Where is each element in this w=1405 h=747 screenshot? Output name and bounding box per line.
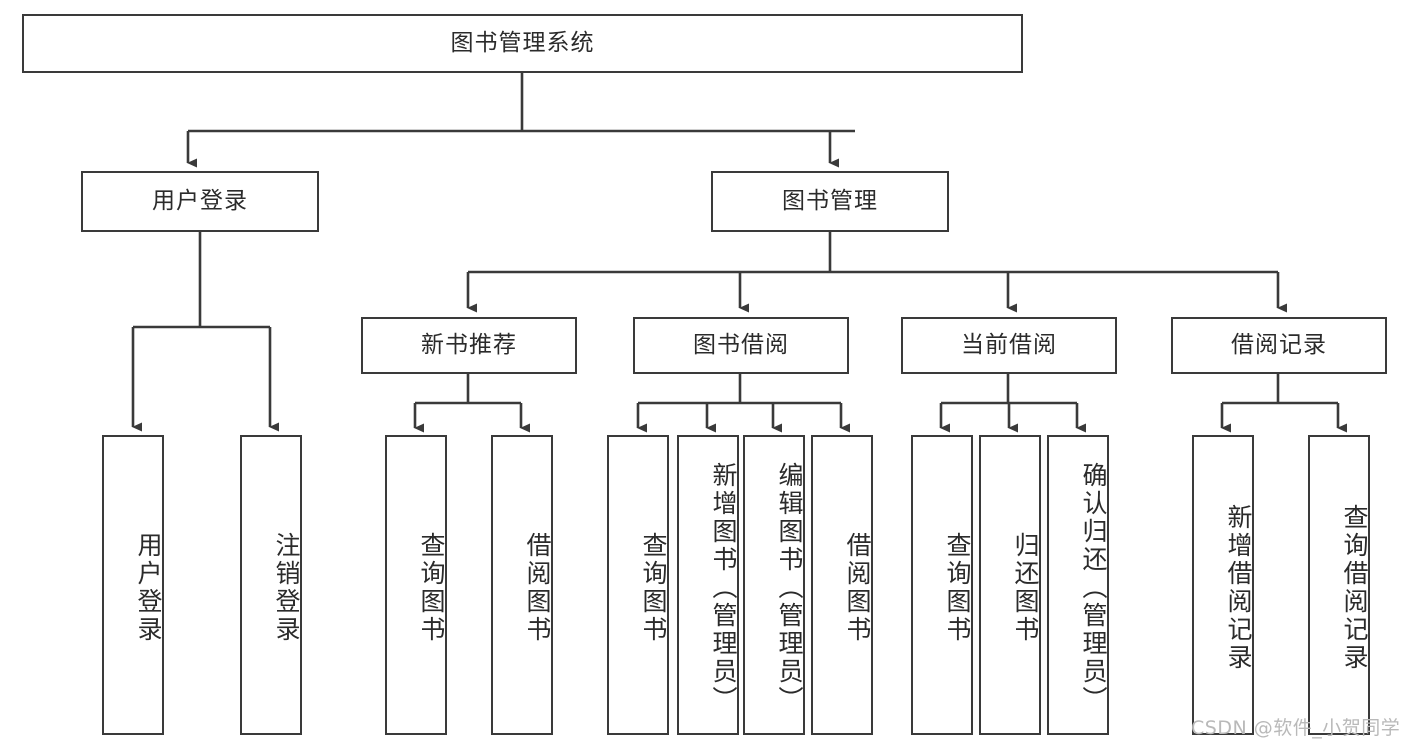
node-label: 注销登录	[272, 532, 301, 644]
node-label: 用户登录	[134, 532, 163, 644]
leaf-return-book[interactable]: 归还图书	[979, 435, 1041, 735]
leaf-edit-book[interactable]: 编辑图书（管理员）	[743, 435, 805, 735]
node-label: 新增图书（管理员）	[709, 462, 738, 714]
node-label: 查询借阅记录	[1340, 504, 1369, 672]
node-current-borrow[interactable]: 当前借阅	[901, 317, 1117, 374]
node-label: 查询图书	[943, 532, 972, 644]
leaf-borrow-book-1[interactable]: 借阅图书	[491, 435, 553, 735]
node-label: 图书管理系统	[450, 29, 595, 56]
leaf-query-book-2[interactable]: 查询图书	[607, 435, 669, 735]
node-label: 借阅图书	[523, 532, 552, 644]
node-label: 借阅图书	[843, 532, 872, 644]
node-label: 查询图书	[639, 532, 668, 644]
node-label: 当前借阅	[961, 331, 1057, 358]
leaf-query-record[interactable]: 查询借阅记录	[1308, 435, 1370, 735]
leaf-user-logout[interactable]: 注销登录	[240, 435, 302, 735]
node-label: 图书管理	[782, 187, 878, 214]
node-label: 用户登录	[152, 187, 248, 214]
leaf-confirm-return[interactable]: 确认归还（管理员）	[1047, 435, 1109, 735]
node-user-login[interactable]: 用户登录	[81, 171, 319, 232]
csdn-watermark: CSDN @软件_小贺同学	[1191, 717, 1401, 739]
leaf-query-book-3[interactable]: 查询图书	[911, 435, 973, 735]
node-label: 查询图书	[417, 532, 446, 644]
node-label: 归还图书	[1011, 532, 1040, 644]
leaf-add-book[interactable]: 新增图书（管理员）	[677, 435, 739, 735]
node-book-management[interactable]: 图书管理	[711, 171, 949, 232]
node-new-book-recommend[interactable]: 新书推荐	[361, 317, 577, 374]
leaf-query-book-1[interactable]: 查询图书	[385, 435, 447, 735]
node-label: 新书推荐	[421, 331, 517, 358]
node-label: 确认归还（管理员）	[1079, 462, 1108, 714]
node-label: 编辑图书（管理员）	[775, 462, 804, 714]
node-label: 借阅记录	[1231, 331, 1327, 358]
node-book-borrow[interactable]: 图书借阅	[633, 317, 849, 374]
node-label: 图书借阅	[693, 331, 789, 358]
node-root-book-management-system[interactable]: 图书管理系统	[22, 14, 1023, 73]
leaf-borrow-book-2[interactable]: 借阅图书	[811, 435, 873, 735]
leaf-user-login[interactable]: 用户登录	[102, 435, 164, 735]
node-label: 新增借阅记录	[1224, 504, 1253, 672]
node-borrow-record[interactable]: 借阅记录	[1171, 317, 1387, 374]
leaf-add-record[interactable]: 新增借阅记录	[1192, 435, 1254, 735]
